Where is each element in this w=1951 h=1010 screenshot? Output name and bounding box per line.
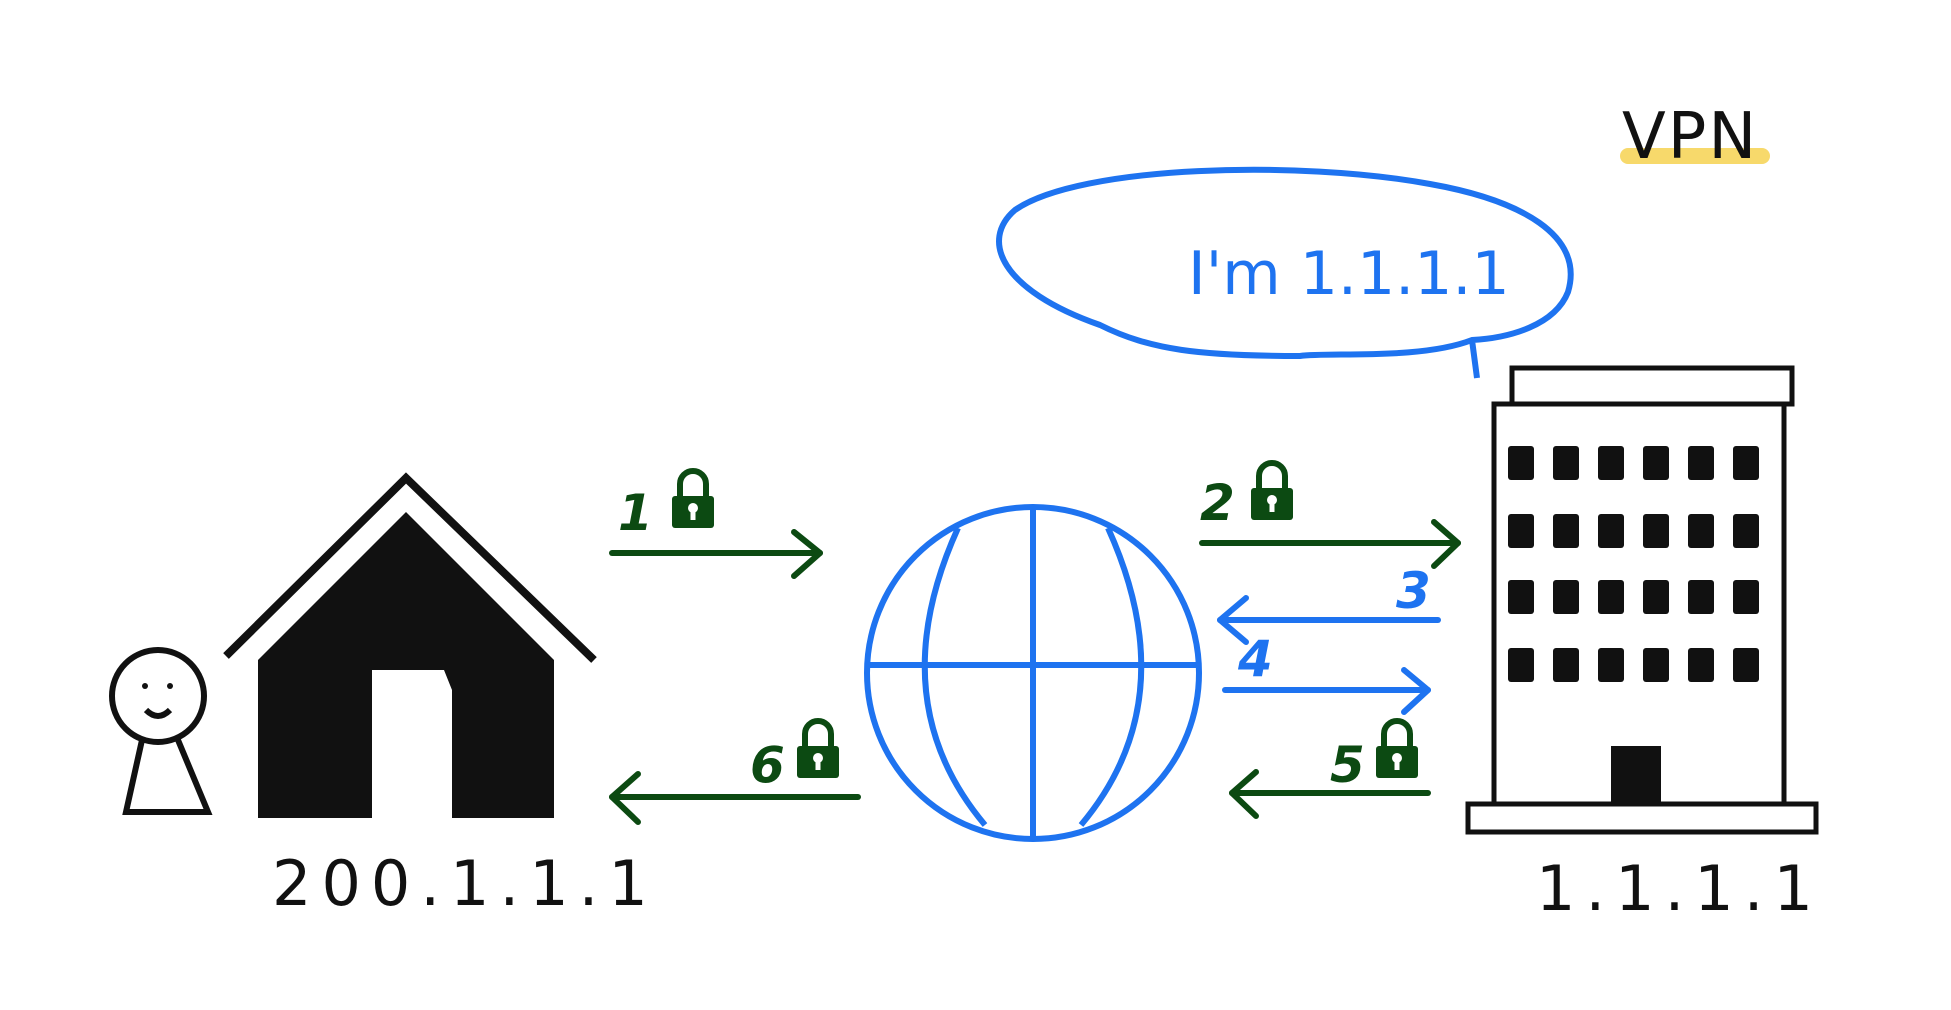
building-windows (1508, 446, 1759, 682)
step-5-label: 5 (1330, 736, 1365, 794)
speech-bubble: I'm 1.1.1.1 (996, 166, 1574, 379)
building-window (1598, 648, 1624, 682)
step-5-arrow (1229, 769, 1431, 819)
lock-icon (797, 721, 839, 778)
home-ip-label: 200.1.1.1 (272, 847, 658, 920)
building-window (1553, 580, 1579, 614)
step-3-arrow (1217, 595, 1441, 645)
lock-icon (1376, 721, 1418, 778)
building-window (1598, 446, 1624, 480)
office-building-icon (1465, 365, 1819, 835)
building-window (1733, 514, 1759, 548)
lock-icon (672, 471, 714, 528)
building-window (1688, 446, 1714, 480)
globe-icon (864, 504, 1202, 842)
building-window (1688, 648, 1714, 682)
building-window (1553, 648, 1579, 682)
building-window (1733, 446, 1759, 480)
building-window (1688, 580, 1714, 614)
step-2-arrow (1199, 519, 1461, 569)
lock-icon (1251, 463, 1293, 520)
step-3-label: 3 (1396, 562, 1431, 620)
title-highlight (1620, 148, 1770, 164)
title-text: VPN (1622, 100, 1758, 174)
step-1-label: 1 (618, 484, 653, 542)
vpn-ip-label: 1.1.1.1 (1536, 852, 1823, 925)
building-window (1508, 446, 1534, 480)
building-window (1643, 580, 1669, 614)
building-window (1553, 514, 1579, 548)
building-window (1643, 446, 1669, 480)
building-window (1553, 446, 1579, 480)
person-icon (109, 647, 213, 815)
building-window (1508, 648, 1534, 682)
building-window (1598, 580, 1624, 614)
building-window (1733, 580, 1759, 614)
building-window (1643, 514, 1669, 548)
step-4-arrow (1222, 667, 1431, 715)
step-6-arrow (609, 771, 861, 825)
step-4-label: 4 (1237, 630, 1273, 688)
step-6-label: 6 (750, 736, 785, 794)
building-window (1598, 514, 1624, 548)
building-window (1508, 514, 1534, 548)
step-2-label: 2 (1200, 474, 1235, 532)
title: VPN (1620, 100, 1770, 174)
building-window (1688, 514, 1714, 548)
speech-text: I'm 1.1.1.1 (1188, 239, 1510, 309)
building-window (1643, 648, 1669, 682)
building-window (1508, 580, 1534, 614)
step-1-arrow (609, 529, 823, 579)
house-icon (223, 472, 597, 818)
building-window (1733, 648, 1759, 682)
